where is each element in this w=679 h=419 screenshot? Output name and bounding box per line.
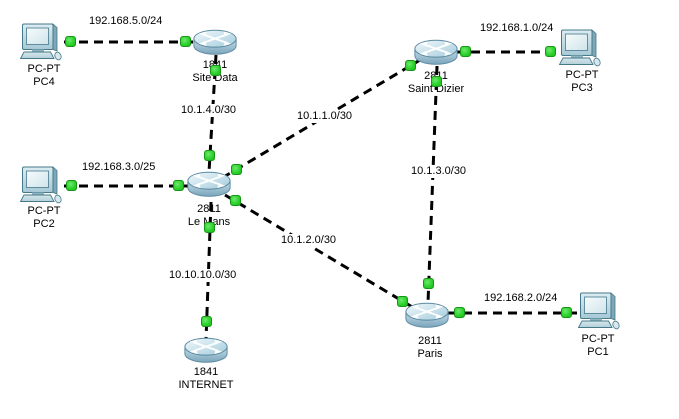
port-up-icon: [454, 307, 465, 318]
link-le-mans-paris[interactable]: [224, 193, 415, 310]
device-pc1[interactable]: [578, 292, 622, 337]
device-label-paris: 2811 Paris: [417, 335, 442, 360]
port-up-icon: [397, 296, 408, 307]
router-icon: [185, 168, 233, 201]
pc-icon: [578, 292, 622, 332]
device-label-pc3: PC-PT PC3: [566, 69, 599, 94]
subnet-label: 10.1.4.0/30: [180, 104, 238, 117]
device-pc3[interactable]: [559, 29, 603, 74]
port-up-icon: [201, 316, 212, 327]
device-internet[interactable]: [182, 334, 230, 372]
subnet-label: 10.10.10.0/30: [168, 269, 238, 282]
link-le-mans-saint-dizier[interactable]: [221, 55, 426, 180]
device-name: PC3: [571, 81, 593, 94]
device-model: PC-PT: [565, 69, 599, 81]
device-model: 2811: [418, 335, 442, 347]
port-up-icon: [204, 150, 215, 161]
device-name: INTERNET: [178, 378, 234, 391]
device-paris[interactable]: [403, 299, 451, 337]
device-model: 2811: [197, 203, 221, 215]
port-up-icon: [65, 36, 76, 47]
port-up-icon: [460, 46, 471, 57]
port-up-icon: [545, 46, 556, 57]
subnet-label: 10.1.3.0/30: [410, 165, 468, 178]
subnet-label: 10.1.2.0/30: [280, 234, 338, 247]
subnet-label: 192.168.3.0/25: [81, 161, 157, 174]
device-label-pc4: PC-PT PC4: [28, 63, 61, 88]
device-pc2[interactable]: [20, 166, 64, 211]
link-saint-dizier-paris[interactable]: [426, 65, 439, 304]
router-icon: [412, 36, 460, 69]
device-name: PC2: [33, 217, 55, 230]
device-saint-dizier[interactable]: [412, 36, 460, 74]
port-up-icon: [405, 60, 416, 71]
pc-icon: [559, 29, 603, 69]
port-up-icon: [561, 307, 572, 318]
device-name: Paris: [417, 347, 443, 360]
router-icon: [191, 26, 239, 59]
device-name: PC4: [33, 75, 55, 88]
subnet-label: 192.168.2.0/24: [483, 292, 559, 305]
subnet-label: 192.168.1.0/24: [479, 22, 555, 35]
port-up-icon: [423, 278, 434, 289]
port-up-icon: [180, 36, 191, 47]
pc-icon: [20, 166, 64, 206]
port-up-icon: [431, 76, 442, 87]
port-up-icon: [66, 180, 77, 191]
device-site-data[interactable]: [191, 26, 239, 64]
device-model: PC-PT: [27, 63, 61, 75]
device-model: 1841: [193, 366, 219, 378]
subnet-label: 192.168.5.0/24: [88, 15, 164, 28]
device-name: PC1: [587, 345, 609, 358]
device-pc4[interactable]: [20, 23, 64, 68]
port-up-icon: [231, 164, 242, 175]
subnet-label: 10.1.1.0/30: [296, 110, 354, 123]
router-icon: [403, 299, 451, 332]
port-up-icon: [230, 195, 241, 206]
device-model: PC-PT: [581, 333, 615, 345]
device-label-internet: 1841 INTERNET: [179, 366, 234, 391]
device-label-pc2: PC-PT PC2: [28, 205, 61, 230]
port-up-icon: [204, 222, 215, 233]
device-model: PC-PT: [27, 205, 61, 217]
port-up-icon: [173, 180, 184, 191]
router-icon: [182, 334, 230, 367]
port-up-icon: [210, 65, 221, 76]
device-le-mans[interactable]: [185, 168, 233, 206]
device-label-pc1: PC-PT PC1: [582, 333, 615, 358]
pc-icon: [20, 23, 64, 63]
